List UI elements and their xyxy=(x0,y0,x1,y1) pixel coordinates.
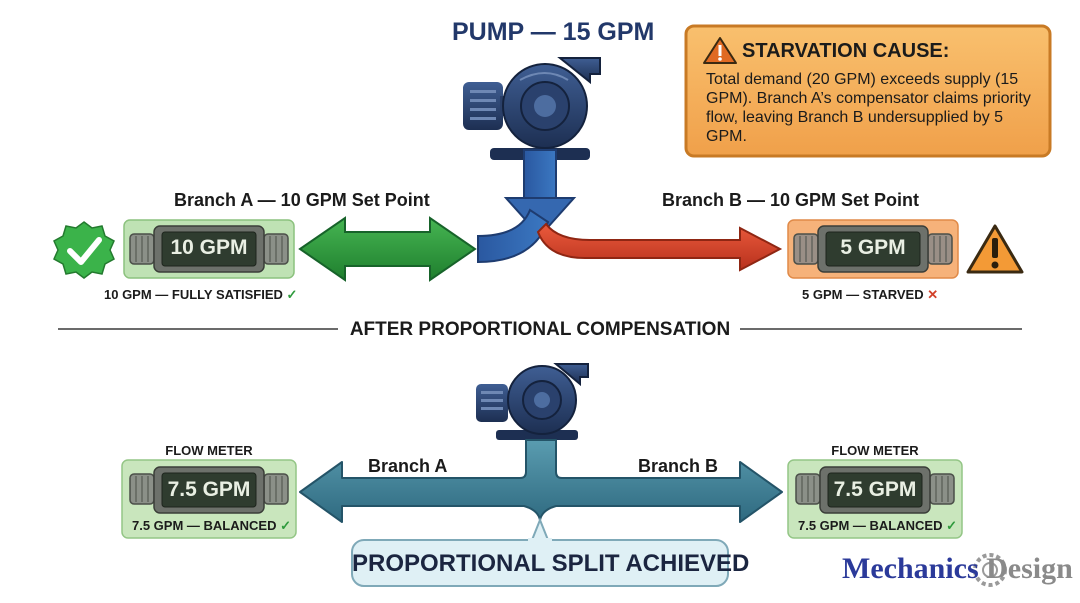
bottom-branch-a-label: Branch A xyxy=(368,456,448,476)
bottom-branch-b-label: Branch B xyxy=(638,456,719,476)
branch-b-status: 5 GPM — STARVED ✕ xyxy=(802,287,938,303)
bottom-branch-a-status: 7.5 GPM — BALANCED ✓ xyxy=(132,518,291,534)
warning-icon xyxy=(966,224,1024,274)
branch-b-meter-reading: 5 GPM xyxy=(840,236,906,259)
callout-warning-icon xyxy=(703,37,737,64)
check-icon: ✓ xyxy=(946,518,957,533)
pump-icon xyxy=(476,363,589,440)
bottom-branch-a-meter-title: FLOW METER xyxy=(165,443,253,458)
bottom-branch-b-status: 7.5 GPM — BALANCED ✓ xyxy=(798,518,957,534)
bottom-branch-a-meter-reading: 7.5 GPM xyxy=(167,478,251,501)
bottom-branch-b-meter-reading: 7.5 GPM xyxy=(833,478,917,501)
branch-b-flow-meter xyxy=(787,219,959,279)
gear-icon xyxy=(973,553,1007,587)
branch-a-label: Branch A — 10 GPM Set Point xyxy=(174,190,430,210)
branch-a-balanced-meter xyxy=(121,459,297,539)
branch-a-flow-arrow xyxy=(298,208,550,282)
branch-b-status-text: 5 GPM — STARVED xyxy=(802,287,924,302)
branch-b-label: Branch B — 10 GPM Set Point xyxy=(662,190,920,210)
callout-body: Total demand (20 GPM) exceeds supply (15… xyxy=(706,71,1031,145)
branch-a-flow-meter xyxy=(123,219,295,279)
branch-a-meter-reading: 10 GPM xyxy=(170,236,248,259)
callout-box xyxy=(684,24,1052,158)
branch-a-status-text: 10 GPM — FULLY SATISFIED xyxy=(104,287,283,302)
brand-logo: Mechanics Design xyxy=(842,552,1073,586)
check-icon: ✓ xyxy=(286,287,298,302)
check-icon: ✓ xyxy=(280,518,291,533)
divider-label: AFTER PROPORTIONAL COMPENSATION xyxy=(349,319,731,340)
branch-b-flow-arrow xyxy=(536,222,783,272)
cross-icon: ✕ xyxy=(927,287,939,302)
branch-b-balanced-meter xyxy=(787,459,963,539)
pump-icon xyxy=(463,57,601,160)
callout-title: STARVATION CAUSE: xyxy=(742,40,950,62)
split-flow-arrow xyxy=(299,439,783,523)
brand-logo-word1: Mechanics xyxy=(842,552,979,585)
brand-logo-word2: Design xyxy=(986,552,1073,585)
check-badge-icon xyxy=(53,221,115,279)
result-banner xyxy=(351,517,729,587)
bottom-branch-a-status-text: 7.5 GPM — BALANCED xyxy=(132,518,277,533)
bottom-branch-b-status-text: 7.5 GPM — BALANCED xyxy=(798,518,943,533)
pump-title: PUMP — 15 GPM xyxy=(452,18,655,46)
branch-a-status: 10 GPM — FULLY SATISFIED ✓ xyxy=(104,287,297,303)
result-banner-text: PROPORTIONAL SPLIT ACHIEVED xyxy=(352,550,750,577)
bottom-branch-b-meter-title: FLOW METER xyxy=(831,443,919,458)
